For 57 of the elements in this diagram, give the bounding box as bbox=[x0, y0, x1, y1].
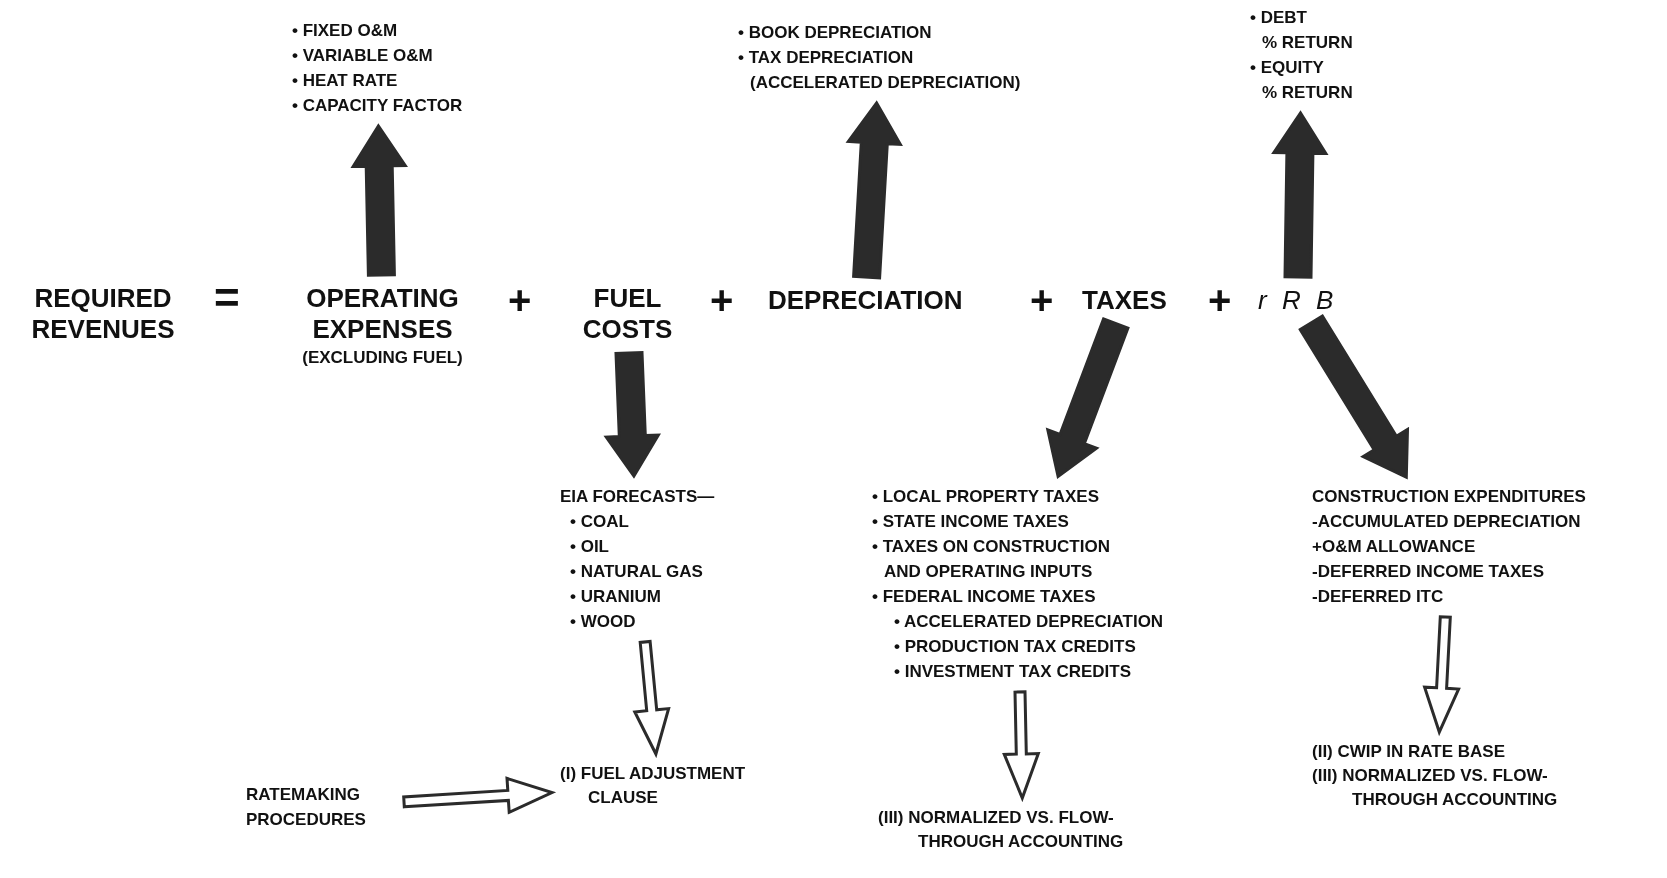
operator-sign: = bbox=[214, 276, 240, 320]
note-text: RATEMAKING PROCEDURES bbox=[246, 782, 396, 832]
list-item: • FIXED O&M bbox=[292, 20, 399, 42]
block-arrow bbox=[1045, 316, 1130, 480]
block-arrow bbox=[845, 100, 903, 280]
operator-sign: + bbox=[1030, 280, 1054, 320]
list-item: • LOCAL PROPERTY TAXES bbox=[872, 486, 1100, 508]
note-text: (III) NORMALIZED VS. FLOW-THROUGH ACCOUNTING bbox=[878, 806, 1168, 854]
list-item: • OIL bbox=[569, 536, 610, 558]
block-arrow bbox=[603, 350, 661, 479]
list-item: • DEBT bbox=[1250, 7, 1308, 29]
list-item: -ACCUMULATED DEPRECIATION bbox=[1312, 511, 1582, 533]
term-label: REQUIRED REVENUES bbox=[30, 283, 176, 345]
list-item: • FEDERAL INCOME TAXES bbox=[872, 586, 1097, 608]
block-arrow bbox=[632, 639, 671, 759]
list-item: • NATURAL GAS bbox=[569, 561, 704, 583]
list-item: +O&M ALLOWANCE bbox=[1312, 536, 1477, 558]
list-item: • CAPACITY FACTOR bbox=[292, 95, 463, 117]
list-item: • PRODUCTION TAX CREDITS bbox=[893, 636, 1137, 658]
list-item: • EQUITY bbox=[1250, 57, 1325, 79]
list-item: • INVESTMENT TAX CREDITS bbox=[893, 661, 1133, 683]
list-item: • COAL bbox=[569, 511, 630, 533]
operator-sign: + bbox=[508, 280, 532, 320]
term-label: TAXES bbox=[1082, 285, 1167, 316]
list-item: • WOOD bbox=[569, 611, 637, 633]
block-arrow bbox=[1422, 615, 1461, 737]
list-item: • URANIUM bbox=[569, 586, 662, 608]
operator-sign: + bbox=[710, 280, 734, 320]
block-arrow bbox=[1002, 690, 1041, 803]
block-arrow bbox=[350, 123, 408, 277]
list-item: % RETURN bbox=[1261, 32, 1353, 54]
term-label: r R B bbox=[1258, 285, 1338, 316]
list-item: • BOOK DEPRECIATION bbox=[738, 22, 933, 44]
list-item: • ACCELERATED DEPRECIATION bbox=[893, 611, 1164, 633]
term-label: OPERATING EXPENSES bbox=[305, 283, 460, 345]
list-item: CONSTRUCTION EXPENDITURES bbox=[1312, 486, 1586, 508]
block-arrow bbox=[1298, 313, 1410, 480]
list-item: • HEAT RATE bbox=[292, 70, 399, 92]
list-item: EIA FORECASTS— bbox=[560, 486, 715, 508]
list-item: • TAXES ON CONSTRUCTION bbox=[872, 536, 1111, 558]
list-item: -DEFERRED ITC bbox=[1312, 586, 1445, 608]
list-item: AND OPERATING INPUTS bbox=[883, 561, 1094, 583]
note-text: (II) CWIP IN RATE BASE bbox=[1312, 741, 1506, 763]
operator-sign: + bbox=[1208, 280, 1232, 320]
block-arrow bbox=[402, 776, 557, 815]
note-text: (EXCLUDING FUEL) bbox=[301, 347, 464, 369]
term-label: FUEL COSTS bbox=[565, 283, 690, 345]
note-text: (I) FUEL ADJUSTMENT CLAUSE bbox=[560, 762, 758, 810]
list-item: • TAX DEPRECIATION bbox=[738, 47, 915, 69]
block-arrow bbox=[1271, 110, 1329, 279]
list-item: -DEFERRED INCOME TAXES bbox=[1312, 561, 1546, 583]
term-label: DEPRECIATION bbox=[768, 285, 963, 316]
note-text: (III) NORMALIZED VS. FLOW-THROUGH ACCOUNTING bbox=[1312, 765, 1559, 811]
list-item: % RETURN bbox=[1261, 82, 1353, 104]
list-item: • STATE INCOME TAXES bbox=[872, 511, 1070, 533]
list-item: • VARIABLE O&M bbox=[292, 45, 434, 67]
list-item: (ACCELERATED DEPRECIATION) bbox=[749, 72, 1021, 94]
